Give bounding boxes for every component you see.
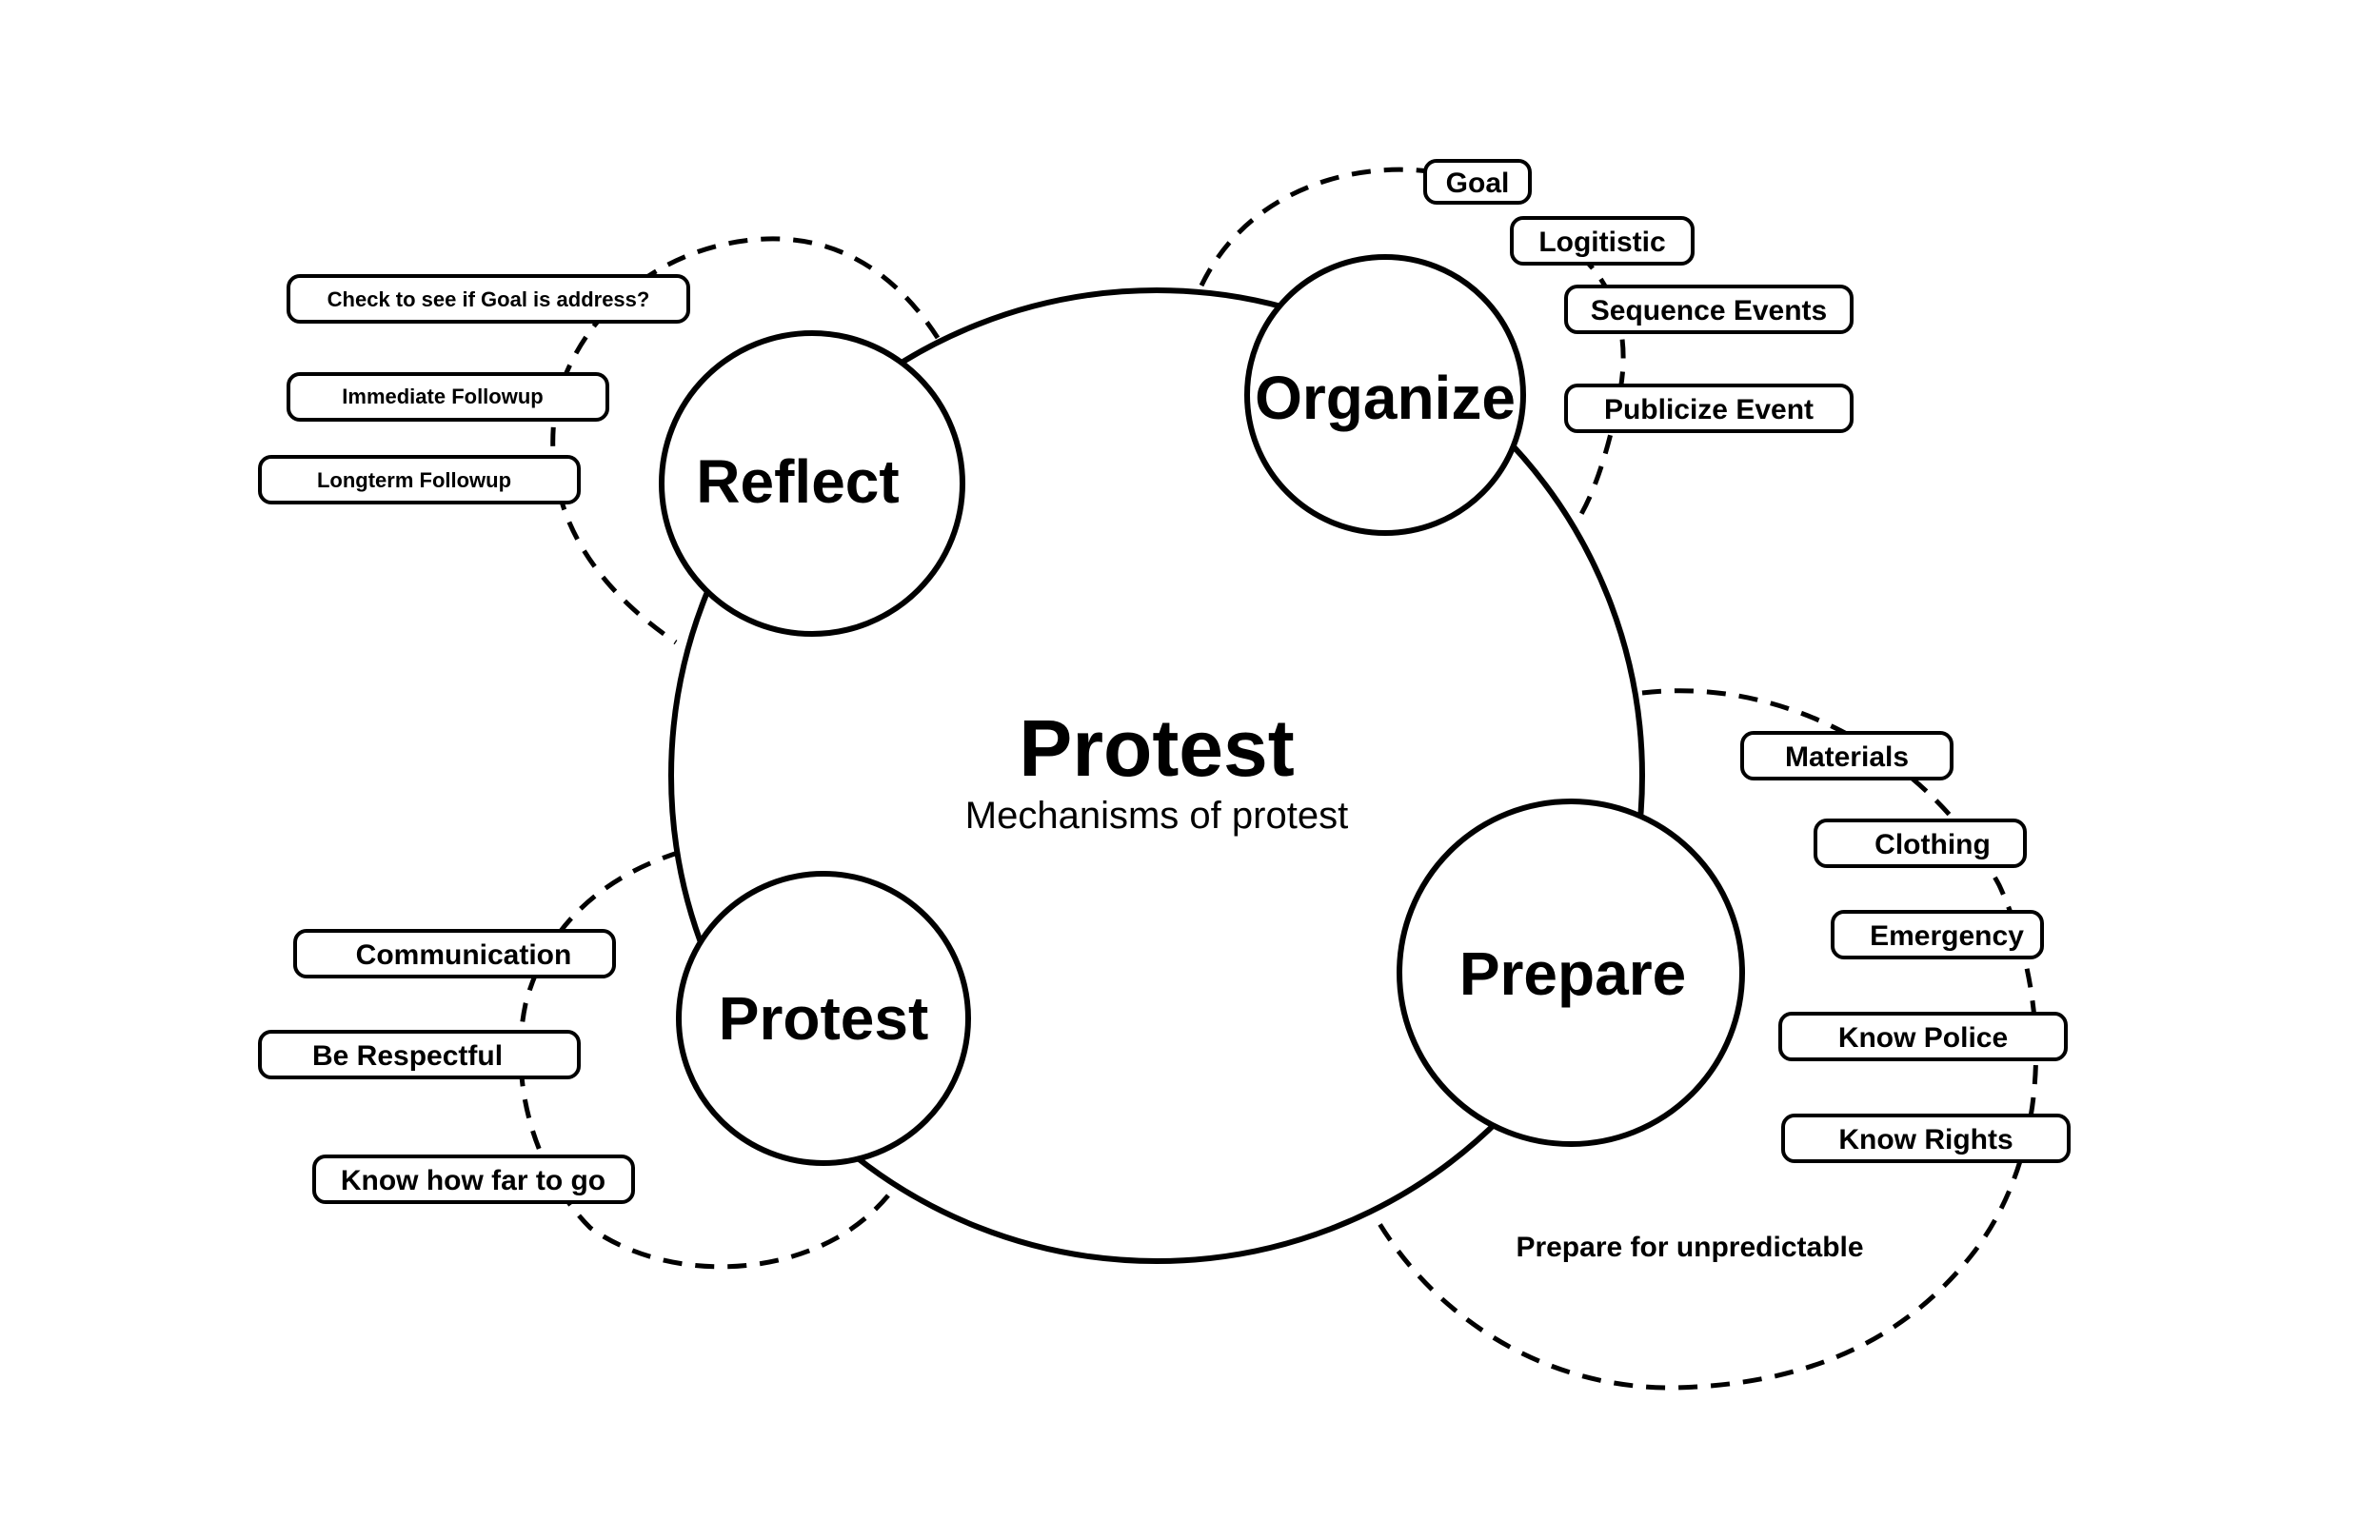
svg-text:Clothing: Clothing bbox=[1874, 829, 1991, 860]
protest-stage-circle[interactable] bbox=[676, 871, 971, 1166]
svg-text:Be Respectful: Be Respectful bbox=[312, 1040, 503, 1072]
protest-item[interactable]: Know how far to go bbox=[312, 1155, 635, 1204]
prepare-circle[interactable] bbox=[1397, 799, 1745, 1147]
organize-item[interactable]: Sequence Events bbox=[1564, 285, 1854, 334]
organize-item[interactable]: Goal bbox=[1423, 159, 1532, 205]
svg-text:Materials: Materials bbox=[1785, 741, 1909, 773]
prepare-item[interactable]: Emergency bbox=[1831, 910, 2044, 959]
prepare-label: Prepare bbox=[1459, 939, 1686, 1008]
prepare-orbit-arc bbox=[1368, 688, 2039, 1391]
svg-text:Communication: Communication bbox=[356, 939, 572, 971]
svg-text:Immediate Followup: Immediate Followup bbox=[342, 385, 543, 408]
reflect-circle[interactable] bbox=[659, 330, 965, 637]
svg-text:Emergency: Emergency bbox=[1870, 920, 2024, 952]
prepare-note: Prepare for unpredictable bbox=[1516, 1232, 1863, 1263]
svg-text:Longterm Followup: Longterm Followup bbox=[317, 468, 511, 492]
organize-orbit-arc bbox=[1199, 167, 1626, 525]
svg-text:Goal: Goal bbox=[1446, 168, 1510, 199]
svg-text:Know how far to go: Know how far to go bbox=[341, 1165, 605, 1196]
reflect-item[interactable]: Immediate Followup bbox=[287, 372, 609, 422]
svg-text:Logitistic: Logitistic bbox=[1538, 227, 1665, 258]
svg-text:Know Rights: Know Rights bbox=[1838, 1124, 2013, 1155]
protest-orbit-arc bbox=[518, 849, 902, 1270]
svg-text:Publicize Event: Publicize Event bbox=[1604, 394, 1814, 425]
organize-circle[interactable] bbox=[1244, 254, 1526, 536]
organize-item[interactable]: Logitistic bbox=[1510, 216, 1695, 266]
svg-text:Know Police: Know Police bbox=[1838, 1022, 2008, 1054]
protest-item[interactable]: Communication bbox=[293, 929, 616, 978]
protest-stage-label: Protest bbox=[719, 984, 929, 1053]
prepare-item[interactable]: Know Police bbox=[1778, 1012, 2068, 1061]
reflect-item[interactable]: Check to see if Goal is address? bbox=[287, 274, 690, 324]
prepare-item[interactable]: Know Rights bbox=[1781, 1114, 2071, 1163]
prepare-item[interactable]: Clothing bbox=[1814, 819, 2027, 868]
center-subtitle: Mechanisms of protest bbox=[965, 795, 1348, 837]
reflect-label: Reflect bbox=[696, 447, 899, 516]
organize-item[interactable]: Publicize Event bbox=[1564, 384, 1854, 433]
reflect-item[interactable]: Longterm Followup bbox=[258, 455, 581, 504]
svg-text:Check to see if Goal is addres: Check to see if Goal is address? bbox=[327, 287, 650, 311]
center-title: Protest bbox=[1019, 703, 1294, 793]
protest-item[interactable]: Be Respectful bbox=[258, 1030, 581, 1079]
organize-label: Organize bbox=[1255, 364, 1516, 432]
prepare-item[interactable]: Materials bbox=[1740, 731, 1954, 780]
svg-text:Sequence Events: Sequence Events bbox=[1591, 295, 1827, 326]
